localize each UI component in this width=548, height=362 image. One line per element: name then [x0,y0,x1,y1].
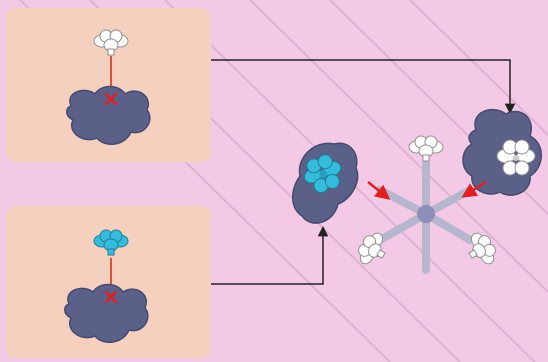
red-x-bond-icon [104,290,118,304]
panel-bottom [6,206,211,358]
connector-top-arrow [211,59,516,115]
complex-white [461,109,542,198]
panel-top-background [6,8,211,162]
white-flower-ligand-icon [496,139,536,176]
panel-bottom-background [6,206,211,358]
connector-bottom-arrow [211,225,329,285]
hub-center [417,205,435,223]
cyan-flower-ligand-icon [303,154,342,194]
red-arrow-white [461,180,487,198]
complex-cyan [292,142,391,224]
red-arrow-cyan [367,181,391,200]
red-x-bond-icon [104,92,118,106]
panel-top [6,8,211,162]
